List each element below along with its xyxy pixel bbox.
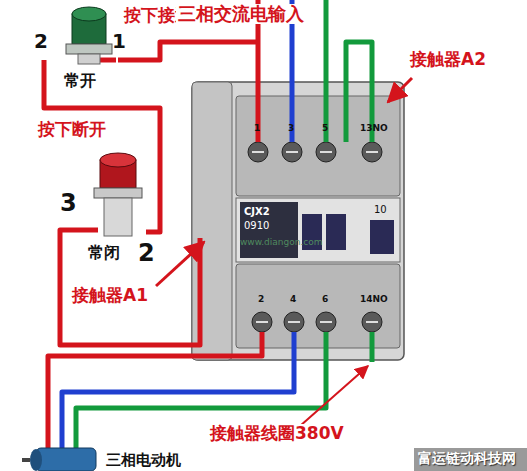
terminal-number: 4: [290, 295, 296, 305]
terminal-number: 13NO: [360, 124, 388, 134]
callout-label: 按下断开: [36, 120, 108, 139]
pin-number: 2: [136, 240, 157, 266]
three-phase-motor: [22, 448, 96, 471]
terminal-number: 2: [258, 295, 264, 305]
terminal-number: 6: [322, 295, 328, 305]
terminal-number: 3: [288, 124, 294, 134]
green-push-button: [66, 7, 112, 64]
callout-label: 接触器A1: [70, 286, 150, 305]
leader-arrow: [388, 78, 412, 102]
callout-label: 接触器线圈380V: [208, 424, 346, 443]
contactor: [192, 82, 404, 360]
model-name: CJX2: [244, 206, 270, 217]
watermark-ground: [414, 448, 527, 471]
red-push-button: [94, 153, 142, 236]
terminal-number: 5: [322, 124, 328, 134]
watermark: 富运链动科技网: [418, 451, 516, 466]
callout-label: 接触器A2: [408, 50, 488, 69]
leader-arrow: [156, 242, 204, 286]
watermark: www.diangon.com: [240, 238, 323, 248]
pin-number: 3: [58, 190, 79, 216]
contact-type: 常开: [62, 72, 98, 90]
contact-rating: 10: [374, 204, 387, 215]
terminal-number: 14NO: [360, 295, 388, 305]
contact-type: 常闭: [86, 244, 122, 262]
model-number: 0910: [244, 220, 269, 231]
pin-number: 2: [34, 30, 48, 52]
part-name: 三相电动机: [104, 452, 183, 469]
leader-arrow: [300, 366, 368, 426]
callout-label: 三相交流电输入: [176, 4, 306, 24]
wires: [44, 0, 372, 448]
pin-number: 1: [112, 30, 126, 52]
terminal-number: 1: [254, 124, 260, 134]
